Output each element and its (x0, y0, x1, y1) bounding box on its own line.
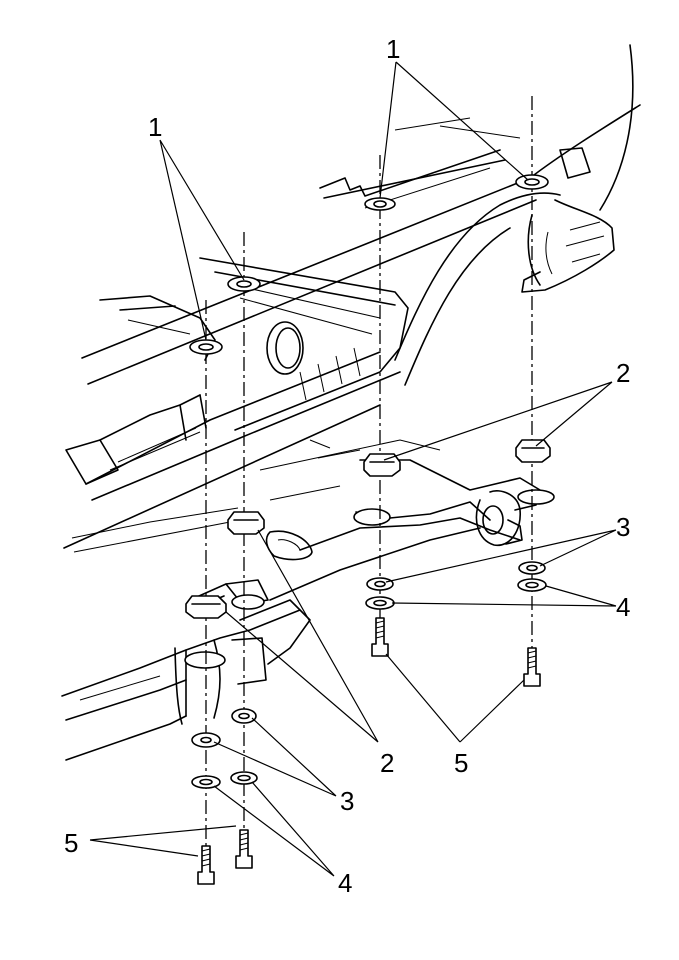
callout-5-left: 5 (64, 828, 78, 858)
callout-labels: 1 1 2 2 3 3 4 4 5 5 (64, 34, 630, 898)
leader-lines (89, 61, 617, 877)
retainers (191, 578, 547, 789)
upper-insulators (189, 174, 549, 355)
body-floor-pan (63, 44, 641, 549)
callout-1-left: 1 (148, 112, 162, 142)
callout-3-right: 3 (616, 512, 630, 542)
mount-bolts (197, 617, 541, 885)
callout-5-right: 5 (454, 748, 468, 778)
callout-3-left: 3 (340, 786, 354, 816)
callout-4-left: 4 (338, 868, 352, 898)
assembly-center-lines (205, 96, 533, 856)
callout-2-left: 2 (380, 748, 394, 778)
mount-cushions (185, 439, 551, 619)
callout-2-right: 2 (616, 358, 630, 388)
chassis-frame (61, 439, 555, 761)
callout-1-right: 1 (386, 34, 400, 64)
lower-insulators (191, 561, 546, 748)
callout-4-right: 4 (616, 592, 630, 622)
